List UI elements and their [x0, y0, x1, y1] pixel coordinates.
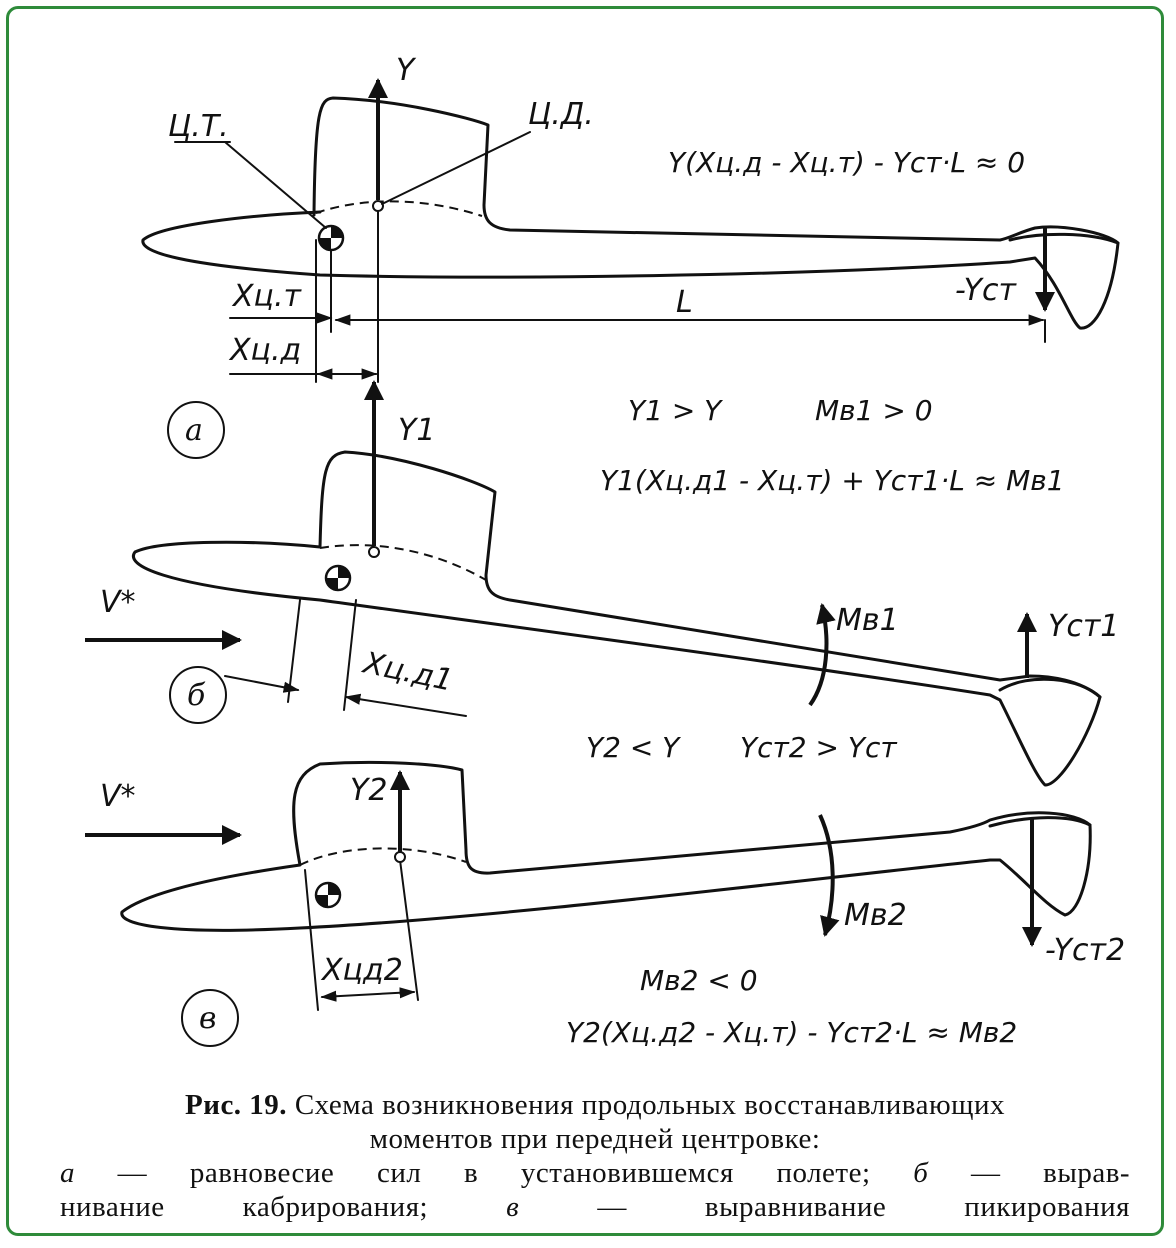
stabilizer-b: [998, 677, 1102, 699]
cp-point-b: [368, 546, 380, 558]
caption-key-c: в: [506, 1191, 520, 1223]
figure-caption: Рис. 19. Схема возникновения продольных …: [60, 1088, 1130, 1224]
caption-line-2: моментов при передней центровке:: [369, 1123, 821, 1155]
wing-profile-c: [299, 847, 467, 866]
moment-label-b: Mв1: [836, 603, 899, 638]
x-cp-dim-c: [320, 987, 416, 1002]
cp-leader-a: [381, 131, 531, 205]
velocity-label-c: V*: [100, 779, 136, 814]
cg-symbol-a: [317, 224, 345, 252]
x-cp-label-b: Xц.д1: [358, 645, 456, 698]
velocity-label-b: V*: [100, 585, 136, 620]
ext-line-b2: [343, 599, 357, 711]
panel-a: Y Ц.Т. Ц.Д. -Yст Xц.т L Xц.д Y(Xц.д - Xц…: [141, 53, 1120, 459]
wing-profile-b: [319, 544, 487, 581]
caption-item-b-2: нивание кабрирования;: [60, 1191, 429, 1223]
equation-b: Y1(Xц.д1 - Xц.т) + Yст1·L ≈ Mв1: [600, 464, 1065, 497]
lift-label-c: Y2: [350, 773, 387, 808]
wing-profile-a: [315, 200, 483, 217]
caption-line-1: Рис. 19. Схема возникновения продольных …: [60, 1088, 1130, 1122]
tail-force-label-c: -Yст2: [1045, 933, 1125, 968]
figure-frame: [6, 6, 1164, 1236]
caption-line-4: нивание кабрирования; в — выравнивание п…: [60, 1190, 1130, 1224]
moment-arc-c: [818, 814, 840, 937]
lift-label-b: Y1: [398, 413, 435, 448]
equation-c: Y2(Xц.д2 - Xц.т) - Yст2·L ≈ Mв2: [566, 1016, 1017, 1049]
x-cp-dim-b2: [344, 693, 467, 717]
panel-a-letter: а: [185, 413, 203, 448]
caption-title-1: Схема возникновения продольных восстанав…: [294, 1089, 1005, 1121]
caption-item-b-1: — вырав-: [970, 1157, 1131, 1189]
caption-item-a: — равновесие сил в установившемся полете…: [117, 1157, 871, 1189]
fuselage-a: [141, 96, 1120, 330]
panel-b-letter: б: [187, 678, 206, 713]
stabilizer-c: [988, 816, 1092, 828]
fuselage-c: [120, 760, 1092, 932]
caption-fig-number: Рис. 19.: [185, 1089, 288, 1121]
arm-label-a: L: [676, 285, 693, 320]
caption-item-c: — выравнивание пикирования: [597, 1191, 1131, 1223]
cp-label-a: Ц.Д.: [528, 97, 594, 132]
x-cp-label-a: Xц.д: [228, 333, 301, 368]
panel-c-letter: в: [199, 1001, 216, 1036]
caption-key-b: б: [913, 1157, 929, 1189]
moment-label-c: Mв2: [844, 898, 907, 933]
equation-a: Y(Xц.д - Xц.т) - Yст·L ≈ 0: [668, 146, 1025, 179]
caption-key-a: а: [60, 1157, 75, 1189]
cp-point-c: [394, 851, 406, 863]
tail-force-label-b: Yст1: [1048, 609, 1119, 644]
cond-lift-c: Y2 < Y: [586, 731, 681, 764]
moment-arc-b: [808, 603, 836, 707]
cg-leader-a: [224, 141, 327, 229]
panel-b-circle: [169, 666, 227, 724]
fuselage-b: [132, 450, 1102, 787]
ext-line-c1: [304, 869, 319, 1011]
caption-line-3: а — равновесие сил в установившемся поле…: [60, 1156, 1130, 1190]
cp-point-a: [372, 200, 384, 212]
x-cp-label-c: Xцд2: [320, 953, 403, 988]
cond-moment-c: Mв2 < 0: [640, 964, 758, 997]
stabilizer-a: [1008, 232, 1120, 245]
cg-label-a: Ц.Т.: [168, 109, 229, 144]
tail-force-label-a: -Yст: [955, 273, 1017, 308]
panel-c: Y2 < Y Yст2 > Yст Y2 V* Xцд2 Mв2 -Yст2 M…: [85, 731, 1125, 1049]
panel-c-circle: [181, 989, 239, 1047]
x-cg-label-a: Xц.т: [231, 279, 303, 314]
lift-label-a: Y: [396, 53, 417, 88]
panel-a-circle: [167, 401, 225, 459]
ext-line-c2: [399, 859, 419, 1001]
cg-symbol-c: [314, 881, 342, 909]
cond-tail-c: Yст2 > Yст: [740, 731, 897, 764]
cond-lift-b: Y1 > Y: [628, 394, 723, 427]
x-cp-dim-b1: [224, 675, 300, 693]
cond-moment-b: Mв1 > 0: [815, 394, 933, 427]
panel-b: Y1 V* Xц.д1 Mв1 Yст1 Y1 > Y Mв1 > 0 Y1(X…: [85, 380, 1119, 787]
cg-symbol-b: [324, 564, 352, 592]
ext-line-b1: [287, 599, 301, 703]
